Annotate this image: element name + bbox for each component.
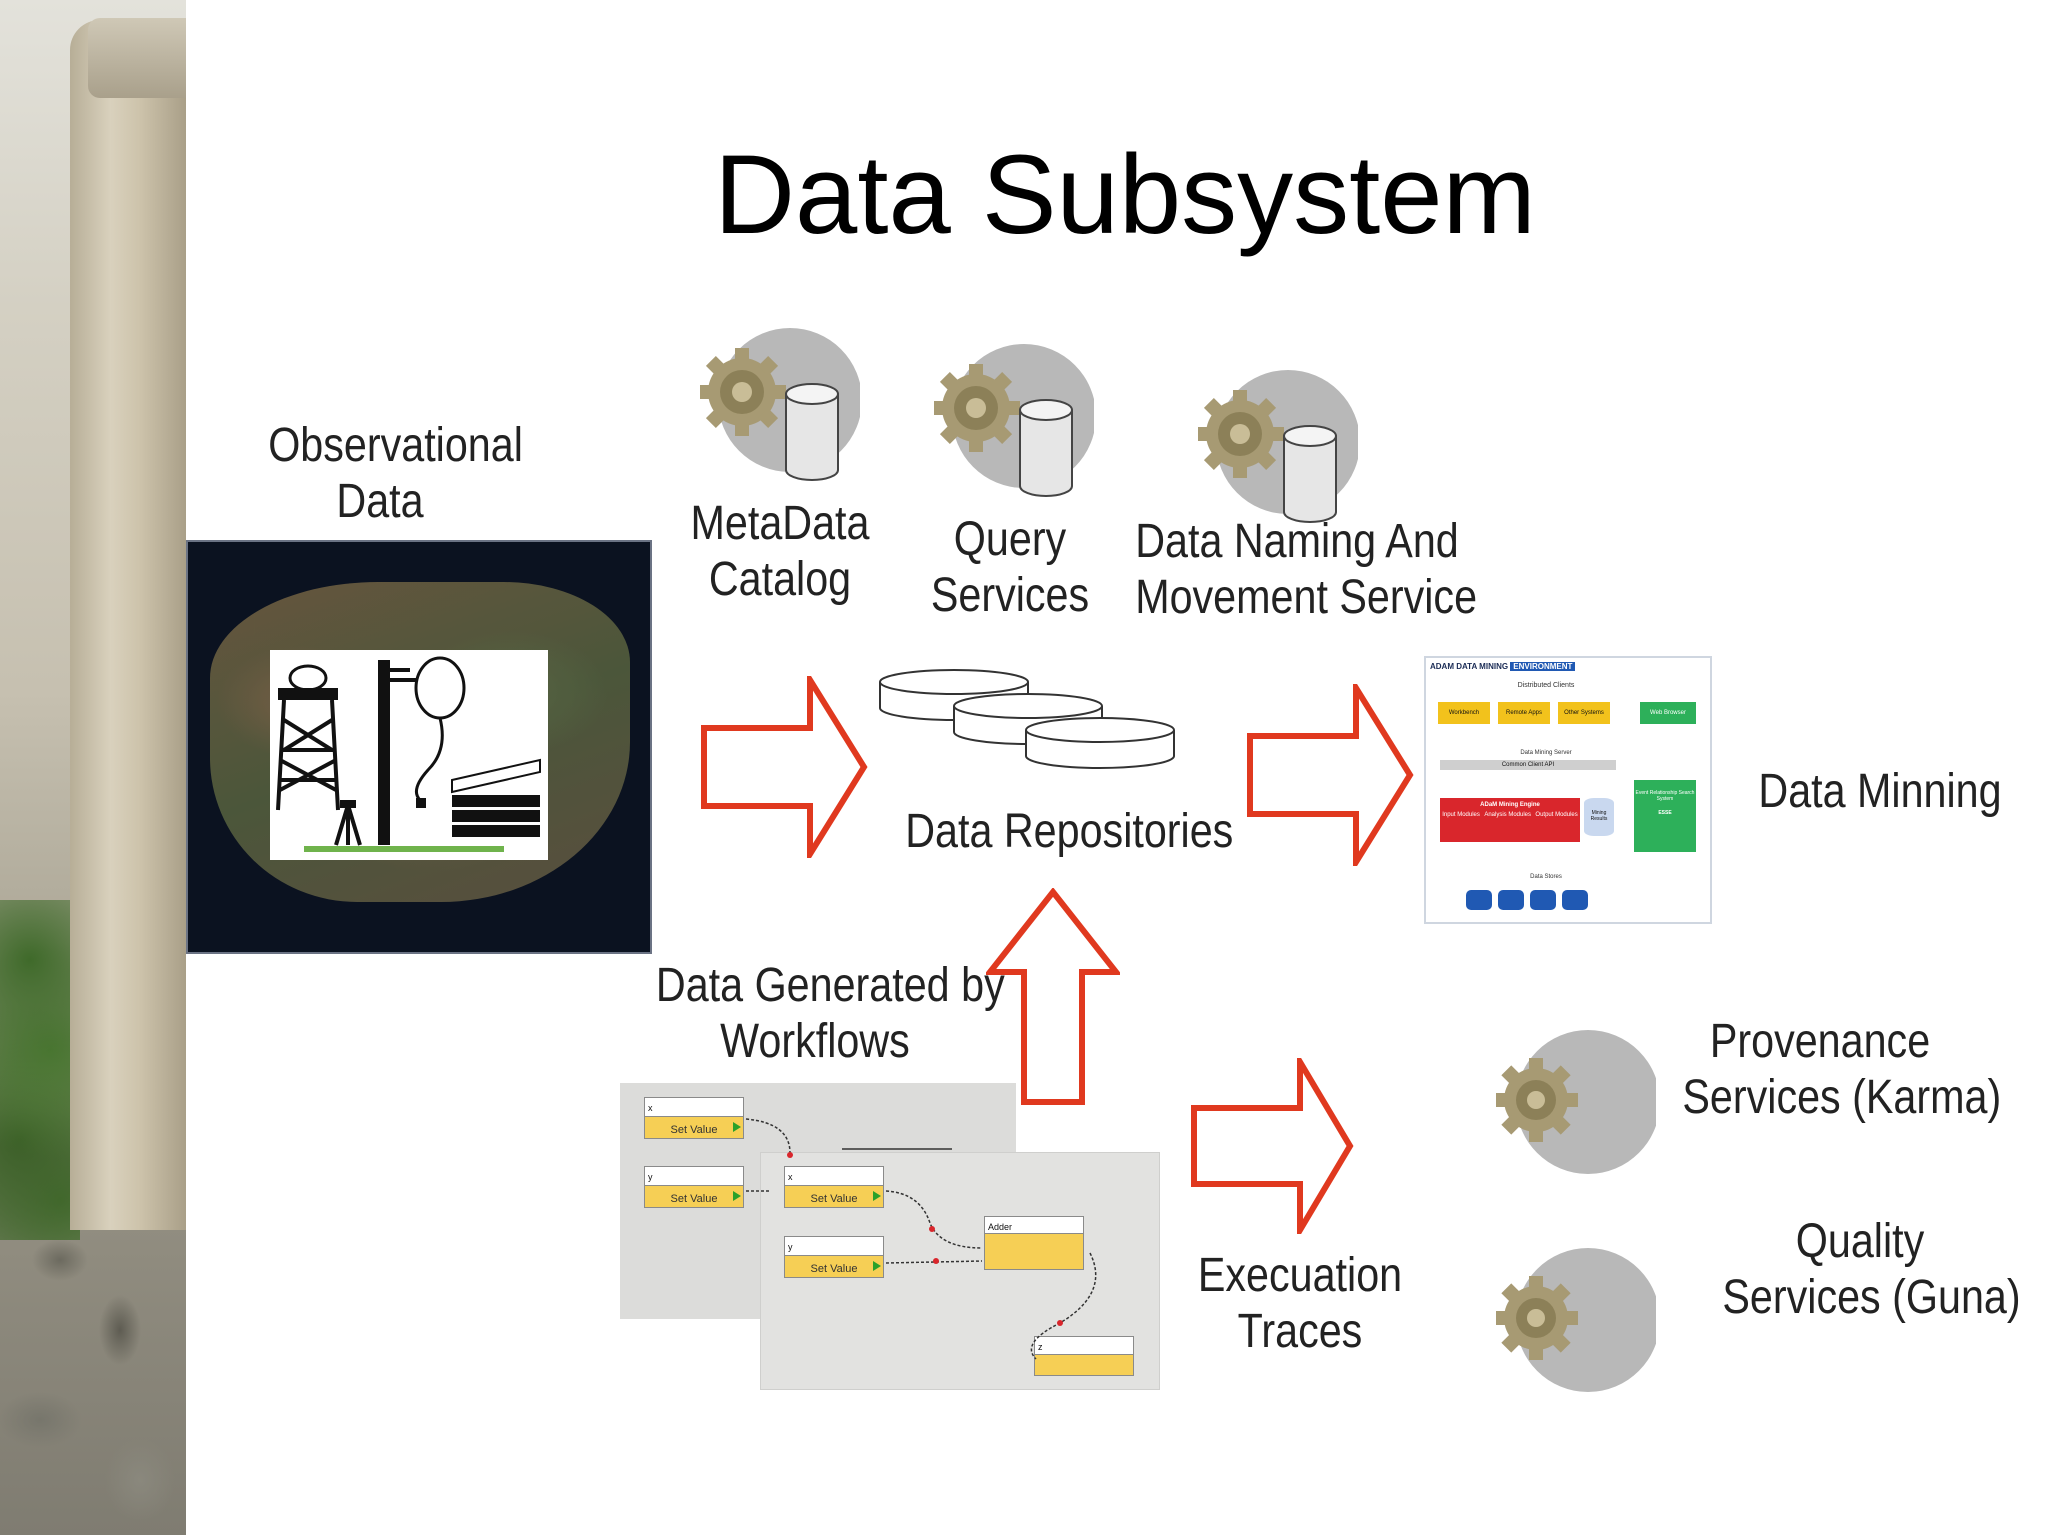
workflow-output-node: z xyxy=(1034,1336,1134,1376)
mining-stores-label: Data Stores xyxy=(1530,874,1562,880)
mining-data-store xyxy=(1466,890,1492,910)
slide-title: Data Subsystem xyxy=(714,132,1536,257)
instrument-inset-illustration xyxy=(270,650,548,860)
mining-results-cylinder: Mining Results xyxy=(1584,798,1614,836)
arrow-workflows-to-traces xyxy=(1191,1058,1354,1234)
mining-server-label: Data Mining Server xyxy=(1520,750,1572,756)
mining-clients-label: Distributed Clients xyxy=(1517,682,1575,689)
mining-api-bar: Common Client API xyxy=(1440,760,1616,770)
arrow-repositories-to-mining xyxy=(1247,684,1414,866)
mining-client-box: Other Systems xyxy=(1558,702,1610,724)
workflow-adder-node: Adder xyxy=(984,1216,1084,1270)
arrow-workflows-to-repositories xyxy=(986,888,1120,1105)
provenance-services-label: Provenance Services (Karma) xyxy=(1682,1015,2002,1124)
data-mining-architecture-image: ADAM DATA MINING ENVIRONMENT Distributed… xyxy=(1424,656,1712,924)
metadata-catalog-label: MetaData Catalog xyxy=(690,497,870,606)
workflow-node: x Set Value xyxy=(784,1166,884,1208)
carved-pillar xyxy=(70,20,186,1230)
arrow-observational-to-repositories xyxy=(701,676,868,858)
metadata-catalog-icon xyxy=(700,328,860,481)
mining-data-store xyxy=(1498,890,1524,910)
data-repositories-disks xyxy=(879,669,1175,769)
mining-engine-box: ADaM Mining Engine Input Modules Analysi… xyxy=(1440,798,1580,842)
data-repositories-label: Data Repositories xyxy=(905,805,1234,858)
data-mining-label: Data Minning xyxy=(1758,765,2002,818)
query-services-icon xyxy=(934,344,1094,497)
quality-services-label: Quality Services (Guna) xyxy=(1722,1215,2021,1324)
mining-search-box: Event Relationship Search System ESSE xyxy=(1634,780,1696,852)
pillar-capital xyxy=(88,18,186,98)
execution-traces-label: Execuation Traces xyxy=(1197,1249,1403,1358)
provenance-services-icon xyxy=(1496,1030,1656,1174)
mining-client-box: Remote Apps xyxy=(1498,702,1550,724)
workflow-node: x Set Value xyxy=(644,1097,744,1139)
quality-services-icon xyxy=(1496,1248,1656,1392)
query-services-label: Query Services xyxy=(930,513,1090,622)
mining-web-browser: Web Browser xyxy=(1640,702,1696,724)
stone-pillar-photo xyxy=(0,0,186,1535)
workflow-connectors xyxy=(745,1118,1097,1360)
workflow-node: y Set Value xyxy=(784,1236,884,1278)
data-generated-label: Data Generated by Workflows xyxy=(655,959,1005,1068)
mining-data-store xyxy=(1562,890,1588,910)
workflow-node: y Set Value xyxy=(644,1166,744,1208)
mining-header: ADAM DATA MINING ENVIRONMENT xyxy=(1430,662,1576,671)
mining-client-box: Workbench xyxy=(1438,702,1490,724)
data-naming-service-icon xyxy=(1198,370,1358,523)
observational-data-label: Observational Data xyxy=(268,419,523,528)
data-naming-label: Data Naming And Movement Service xyxy=(1135,515,1478,624)
foliage-texture xyxy=(0,900,80,1240)
mining-data-store xyxy=(1530,890,1556,910)
